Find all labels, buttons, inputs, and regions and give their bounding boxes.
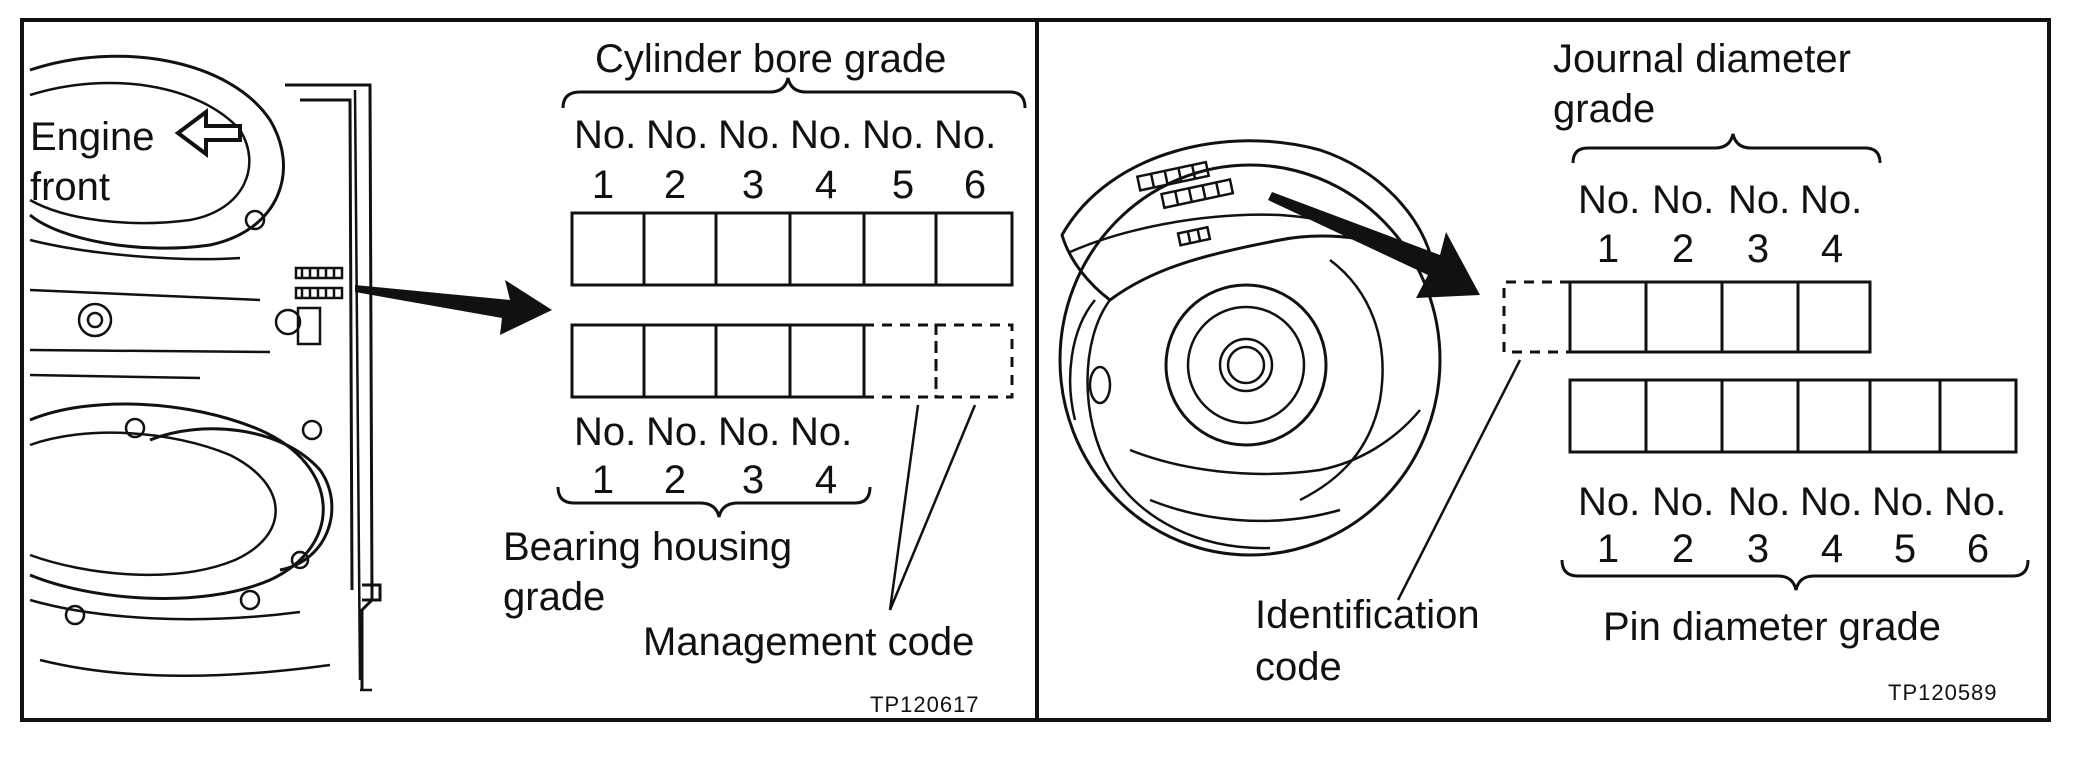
management-code-leader-1 [888, 404, 920, 611]
pin-col-2-no: No. [1652, 480, 1714, 524]
pin-col-2-num: 2 [1672, 527, 1694, 571]
cylinder-bore-boxes [570, 211, 1014, 287]
bearing-housing-grade-label-line1: Bearing housing [503, 525, 792, 569]
pin-col-1-num: 1 [1597, 527, 1619, 571]
bearing-col-4-num: 4 [815, 458, 837, 502]
identification-code-label-line1: Identification [1255, 593, 1480, 637]
pin-col-6-num: 6 [1967, 527, 1989, 571]
identification-code-box [1502, 280, 1570, 354]
cylinder-col-4-num: 4 [815, 163, 837, 207]
pin-columns: No. No. No. No. No. No. 1 2 3 4 5 6 [1578, 480, 2006, 571]
bearing-col-2-no: No. [646, 410, 708, 454]
pin-box-5 [1868, 378, 1942, 454]
cylinder-box-3 [714, 211, 792, 287]
cylinder-box-5 [862, 211, 938, 287]
cylinder-col-2-no: No. [646, 113, 708, 157]
bearing-box-4 [788, 323, 866, 399]
pin-box-2 [1644, 378, 1724, 454]
management-code-box-1 [864, 323, 938, 399]
right-figure-code: TP120589 [1888, 680, 1998, 705]
journal-box-3 [1720, 280, 1800, 354]
journal-col-1-no: No. [1578, 178, 1640, 222]
pin-col-3-num: 3 [1747, 527, 1769, 571]
cylinder-box-4 [788, 211, 866, 287]
journal-box-4 [1796, 280, 1872, 354]
left-figure-code: TP120617 [870, 692, 980, 717]
cylinder-col-4-no: No. [790, 113, 852, 157]
pointer-arrow-icon [355, 280, 552, 335]
pin-box-6 [1938, 378, 2018, 454]
cylinder-box-1 [570, 211, 646, 287]
bearing-housing-grade-label-line2: grade [503, 575, 605, 619]
journal-col-4-num: 4 [1821, 227, 1843, 271]
journal-col-3-no: No. [1728, 178, 1790, 222]
pin-col-4-num: 4 [1821, 527, 1843, 571]
bearing-box-1 [570, 323, 646, 399]
bearing-housing-boxes [570, 323, 1014, 399]
cylinder-col-5-num: 5 [892, 163, 914, 207]
journal-col-2-num: 2 [1672, 227, 1694, 271]
cylinder-col-1-num: 1 [592, 163, 614, 207]
pin-boxes [1568, 378, 2018, 454]
pin-col-4-no: No. [1800, 480, 1862, 524]
journal-col-4-no: No. [1800, 178, 1862, 222]
journal-columns: No. No. No. No. 1 2 3 4 [1578, 178, 1862, 271]
journal-diameter-grade-label-line2: grade [1553, 87, 1655, 131]
journal-boxes [1502, 280, 1872, 354]
bearing-col-1-num: 1 [592, 458, 614, 502]
right-panel-frame [1035, 18, 2051, 722]
journal-col-2-no: No. [1652, 178, 1714, 222]
journal-box-1 [1568, 280, 1648, 354]
pin-col-1-no: No. [1578, 480, 1640, 524]
pin-col-3-no: No. [1728, 480, 1790, 524]
management-code-box-2 [934, 323, 1014, 399]
cylinder-col-6-no: No. [934, 113, 996, 157]
identification-code-label-line2: code [1255, 645, 1342, 689]
engine-front-arrow-icon [174, 108, 242, 158]
cylinder-col-2-num: 2 [664, 163, 686, 207]
bearing-col-3-num: 3 [742, 458, 764, 502]
bearing-box-3 [714, 323, 792, 399]
engine-front-label-line2: front [30, 165, 110, 209]
management-code-label: Management code [643, 620, 974, 664]
cylinder-col-1-no: No. [574, 113, 636, 157]
bearing-housing-columns: No. No. No. No. 1 2 3 4 [574, 410, 852, 502]
pin-diameter-grade-label: Pin diameter grade [1603, 605, 1941, 649]
cylinder-box-6 [934, 211, 1014, 287]
pin-col-6-no: No. [1944, 480, 2006, 524]
journal-box-2 [1644, 280, 1724, 354]
cylinder-bore-brace [561, 77, 1027, 109]
bearing-box-2 [642, 323, 718, 399]
journal-diameter-grade-label-line1: Journal diameter [1553, 37, 1851, 81]
pin-box-1 [1568, 378, 1648, 454]
engine-front-label-line1: Engine [30, 115, 155, 159]
pin-col-5-no: No. [1872, 480, 1934, 524]
journal-col-3-num: 3 [1747, 227, 1769, 271]
bearing-col-1-no: No. [574, 410, 636, 454]
pin-box-3 [1720, 378, 1800, 454]
cylinder-bore-grade-label: Cylinder bore grade [595, 37, 946, 81]
crankshaft-illustration [1058, 139, 1442, 557]
cylinder-col-3-no: No. [718, 113, 780, 157]
bearing-col-4-no: No. [790, 410, 852, 454]
crank-pointer-arrow-icon [1268, 192, 1480, 298]
journal-diameter-brace [1571, 133, 1882, 164]
cylinder-col-5-no: No. [862, 113, 924, 157]
bearing-col-2-num: 2 [664, 458, 686, 502]
cylinder-col-6-num: 6 [964, 163, 986, 207]
management-code-leader-2 [888, 404, 977, 611]
cylinder-bore-columns: No. No. No. No. No. No. 1 2 3 4 5 6 [574, 113, 996, 207]
identification-code-leader [1396, 359, 1522, 601]
pin-box-4 [1796, 378, 1872, 454]
bearing-housing-brace [556, 486, 872, 518]
cylinder-col-3-num: 3 [742, 163, 764, 207]
pin-diameter-brace [1560, 559, 2030, 591]
journal-col-1-num: 1 [1597, 227, 1619, 271]
cylinder-box-2 [642, 211, 718, 287]
bearing-col-3-no: No. [718, 410, 780, 454]
pin-col-5-num: 5 [1894, 527, 1916, 571]
engine-block-illustration [29, 54, 382, 692]
